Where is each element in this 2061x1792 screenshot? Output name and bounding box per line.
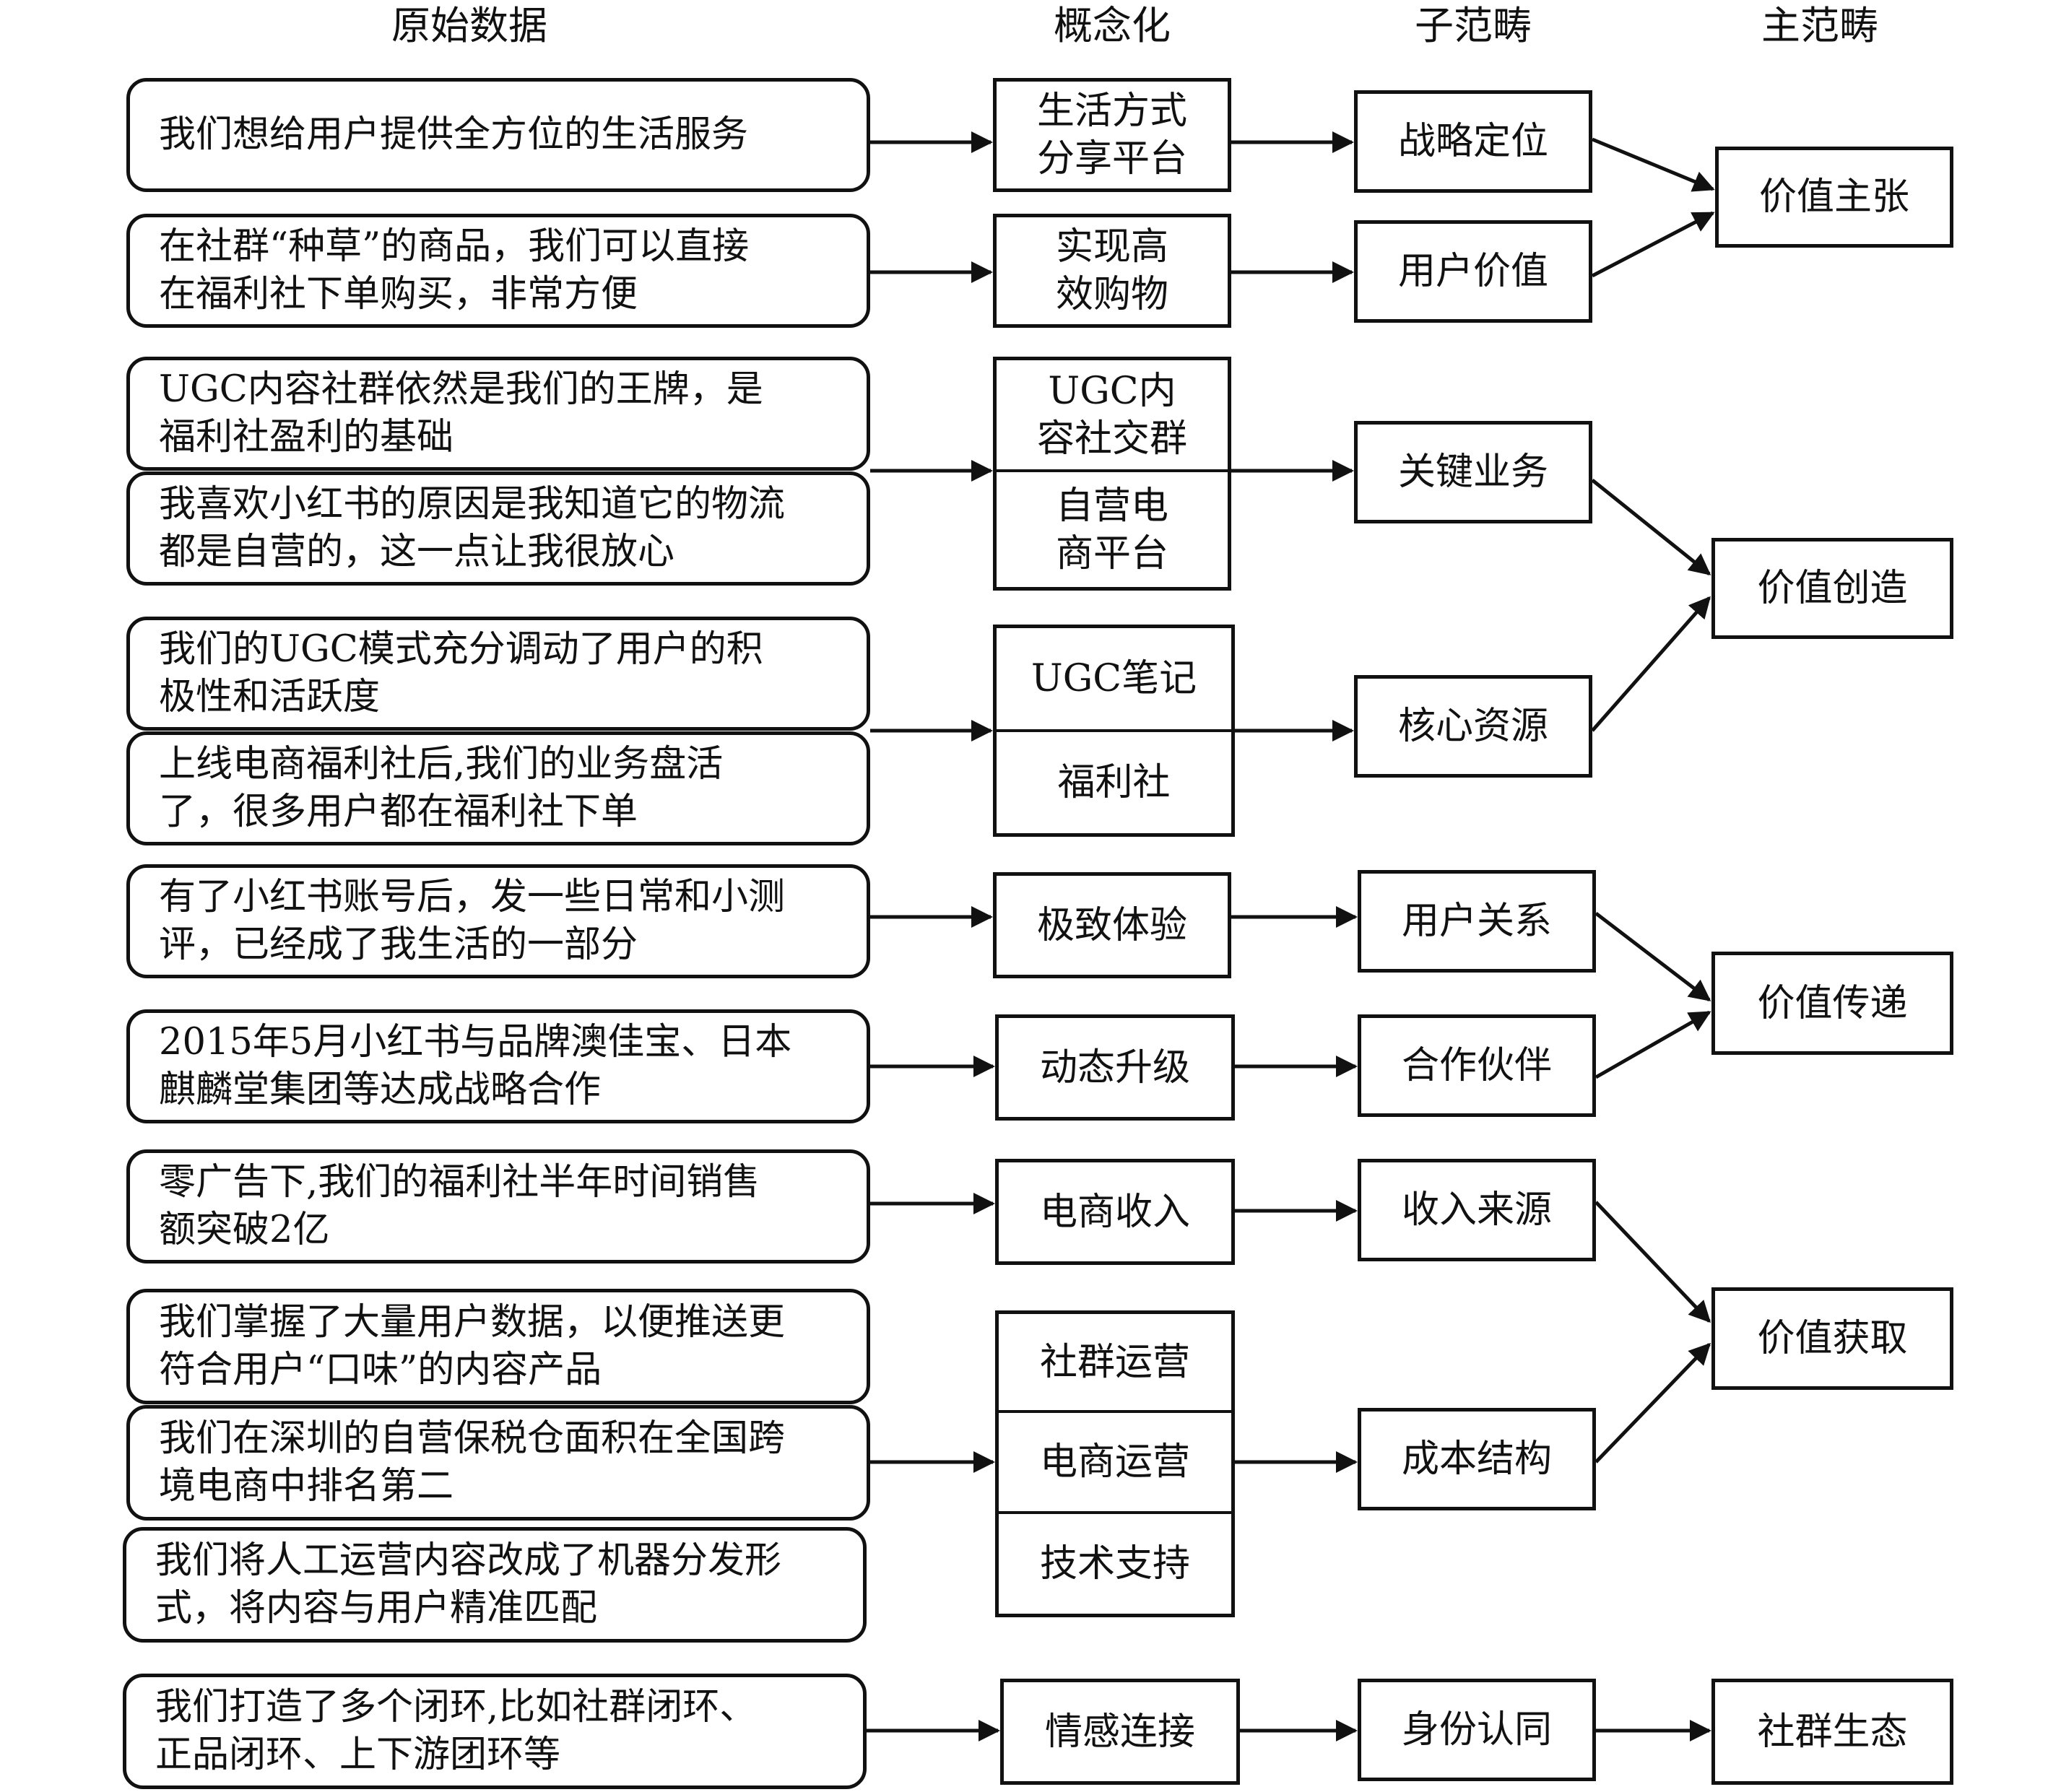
flow-arrow: [1591, 479, 1711, 575]
concept-box: 社群运营: [995, 1310, 1235, 1412]
main-category-box: 价值主张: [1715, 147, 1953, 248]
raw-data-box: 我们将人工运营内容改成了机器分发形式，将内容与用户精准匹配: [123, 1527, 867, 1643]
header-sub-category: 子范畴: [1415, 3, 1532, 48]
raw-data-box: 零广告下,我们的福利社半年时间销售额突破2亿: [126, 1149, 870, 1263]
raw-data-line: 式，将内容与用户精准匹配: [155, 1587, 598, 1630]
sub-category-box: 用户关系: [1358, 870, 1596, 973]
concept-line: UGC笔记: [1030, 657, 1197, 700]
concept-line: 效购物: [1055, 273, 1168, 316]
raw-data-line: 我们想给用户提供全方位的生活服务: [159, 113, 749, 156]
raw-data-line: 我喜欢小红书的原因是我知道它的物流: [159, 483, 786, 526]
concept-line: 容社交群: [1036, 417, 1187, 461]
raw-data-box: 上线电商福利社后,我们的业务盘活了，很多用户都在福利社下单: [126, 731, 870, 845]
header-raw-data: 原始数据: [391, 3, 547, 48]
concept-box: 福利社: [993, 731, 1235, 837]
main-category-box: 价值获取: [1711, 1287, 1953, 1390]
flow-arrow: [1594, 1342, 1711, 1463]
raw-data-line: 福利社盈利的基础: [159, 416, 454, 458]
header-main-category: 主范畴: [1761, 3, 1878, 48]
flow-arrow: [1591, 211, 1715, 278]
raw-data-line: 符合用户“口味”的内容产品: [159, 1349, 602, 1391]
raw-data-line: 我们将人工运营内容改成了机器分发形: [155, 1539, 782, 1582]
main-category-box: 社群生态: [1711, 1679, 1953, 1785]
concept-line: 电商运营: [1039, 1440, 1190, 1484]
concept-line: 生活方式: [1036, 90, 1187, 133]
header-concept: 概念化: [1054, 3, 1171, 48]
raw-data-line: 在社群“种草”的商品，我们可以直接: [159, 225, 750, 268]
raw-data-line: 我们打造了多个闭环,比如社群闭环、: [155, 1686, 757, 1728]
concept-box: 技术支持: [995, 1513, 1235, 1617]
sub-category-box: 成本结构: [1358, 1408, 1596, 1510]
main-category-box: 价值传递: [1711, 952, 1953, 1055]
raw-data-line: 正品闭环、上下游团环等: [155, 1734, 561, 1776]
concept-box: 极致体验: [993, 872, 1231, 978]
raw-data-box: 我们打造了多个闭环,比如社群闭环、正品闭环、上下游团环等: [123, 1674, 867, 1789]
concept-box: 情感连接: [1000, 1679, 1240, 1785]
concept-line: 社群运营: [1039, 1340, 1190, 1384]
concept-line: 自营电: [1055, 484, 1168, 528]
raw-data-box: 2015年5月小红书与品牌澳佳宝、日本麒麟堂集团等达成战略合作: [126, 1009, 870, 1123]
raw-data-line: 额突破2亿: [159, 1209, 330, 1251]
flow-arrow: [1594, 1201, 1711, 1323]
concept-box: 实现高效购物: [993, 214, 1231, 328]
raw-data-line: 在福利社下单购买，非常方便: [159, 273, 638, 316]
raw-data-line: UGC内容社群依然是我们的王牌，是: [159, 368, 763, 411]
concept-line: 情感连接: [1044, 1710, 1195, 1754]
raw-data-line: 了，很多用户都在福利社下单: [159, 791, 638, 833]
raw-data-line: 2015年5月小红书与品牌澳佳宝、日本: [159, 1021, 792, 1064]
flow-arrow: [1592, 137, 1715, 192]
raw-data-line: 评，已经成了我生活的一部分: [159, 923, 638, 966]
sub-category-box: 战略定位: [1354, 90, 1592, 193]
raw-data-line: 我们的UGC模式充分调动了用户的积: [159, 628, 763, 671]
raw-data-line: 我们在深圳的自营保税仓面积在全国跨: [159, 1417, 786, 1460]
raw-data-box: 我们的UGC模式充分调动了用户的积极性和活跃度: [126, 617, 870, 731]
concept-box: UGC笔记: [993, 625, 1235, 731]
flow-arrow: [1594, 1010, 1711, 1079]
sub-category-box: 合作伙伴: [1358, 1014, 1596, 1117]
sub-category-box: 用户价值: [1354, 220, 1592, 323]
raw-data-line: 境电商中排名第二: [159, 1465, 454, 1508]
concept-line: 分享平台: [1036, 137, 1187, 180]
raw-data-line: 极性和活跃度: [159, 676, 381, 718]
raw-data-line: 麒麟堂集团等达成战略合作: [159, 1069, 602, 1111]
concept-line: 福利社: [1057, 761, 1171, 804]
concept-line: 商平台: [1055, 531, 1168, 575]
concept-box: 电商运营: [995, 1412, 1235, 1513]
raw-data-line: 有了小红书账号后，发一些日常和小测: [159, 876, 786, 918]
concept-line: 技术支持: [1039, 1542, 1190, 1586]
concept-box: 自营电商平台: [993, 471, 1231, 591]
raw-data-box: 我们想给用户提供全方位的生活服务: [126, 78, 870, 192]
flow-arrow: [1591, 596, 1711, 732]
concept-line: UGC内: [1048, 369, 1176, 413]
flow-arrow: [1594, 912, 1711, 1001]
concept-box: 生活方式分享平台: [993, 78, 1231, 192]
concept-line: 动态升级: [1039, 1045, 1190, 1089]
raw-data-line: 都是自营的，这一点让我很放心: [159, 531, 675, 573]
raw-data-line: 上线电商福利社后,我们的业务盘活: [159, 743, 724, 786]
sub-category-box: 关键业务: [1354, 421, 1592, 523]
raw-data-box: 我们在深圳的自营保税仓面积在全国跨境电商中排名第二: [126, 1405, 870, 1521]
concept-box: 动态升级: [995, 1014, 1235, 1121]
raw-data-box: 有了小红书账号后，发一些日常和小测评，已经成了我生活的一部分: [126, 864, 870, 978]
raw-data-box: UGC内容社群依然是我们的王牌，是福利社盈利的基础: [126, 357, 870, 471]
main-category-box: 价值创造: [1711, 538, 1953, 639]
sub-category-box: 收入来源: [1358, 1159, 1596, 1261]
concept-line: 实现高: [1055, 225, 1168, 269]
concept-box: 电商收入: [995, 1159, 1235, 1265]
sub-category-box: 核心资源: [1354, 675, 1592, 778]
concept-line: 极致体验: [1036, 903, 1187, 947]
concept-box: UGC内容社交群: [993, 357, 1231, 471]
raw-data-line: 我们掌握了大量用户数据，以便推送更: [159, 1301, 786, 1344]
raw-data-line: 零广告下,我们的福利社半年时间销售: [159, 1161, 760, 1204]
sub-category-box: 身份认同: [1358, 1679, 1596, 1781]
concept-line: 电商收入: [1039, 1190, 1190, 1234]
raw-data-box: 我们掌握了大量用户数据，以便推送更符合用户“口味”的内容产品: [126, 1289, 870, 1404]
raw-data-box: 在社群“种草”的商品，我们可以直接在福利社下单购买，非常方便: [126, 214, 870, 328]
raw-data-box: 我喜欢小红书的原因是我知道它的物流都是自营的，这一点让我很放心: [126, 471, 870, 586]
